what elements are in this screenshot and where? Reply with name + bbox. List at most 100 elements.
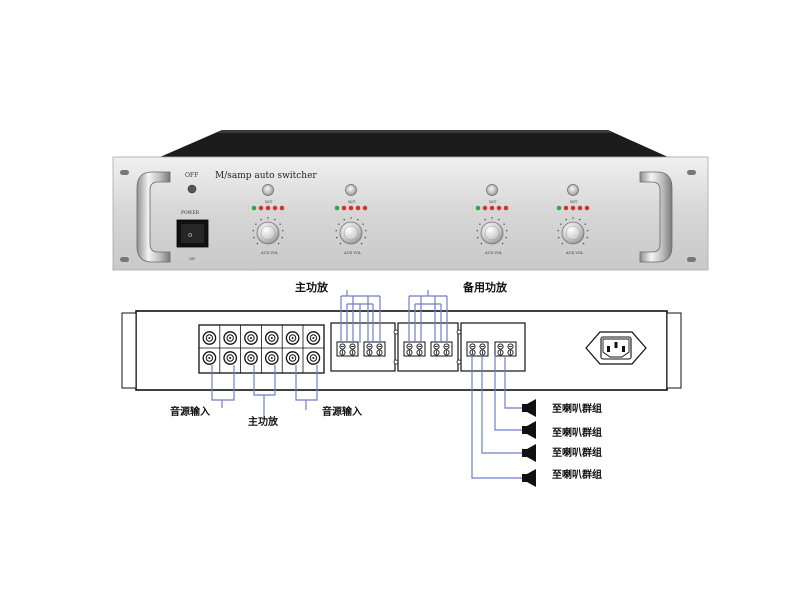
speaker-cone bbox=[527, 444, 536, 462]
channel-group: M/T AUX VOL bbox=[556, 184, 590, 255]
panel-title: M/samp auto switcher bbox=[215, 171, 317, 181]
knob-scale-tick bbox=[476, 229, 478, 232]
speaker-icon bbox=[522, 474, 527, 482]
speaker-icon bbox=[522, 449, 527, 457]
knob-scale-tick bbox=[572, 217, 574, 219]
status-led-icon bbox=[348, 205, 354, 211]
channel-button-label: M/T bbox=[570, 200, 578, 204]
knob-scale-tick bbox=[505, 236, 507, 239]
rca-jack-pin bbox=[229, 337, 232, 339]
knob-scale-tick bbox=[582, 242, 585, 245]
front-panel: OFF M/samp auto switcher POWER o ON M/TA… bbox=[112, 130, 709, 271]
knob-scale-tick bbox=[557, 229, 559, 232]
power-rocker-mark: o bbox=[188, 231, 192, 239]
main-amp-bottom-label: 主功放 bbox=[248, 415, 279, 428]
knob-scale-tick bbox=[491, 217, 493, 219]
volume-knob[interactable] bbox=[339, 221, 363, 245]
status-led-icon bbox=[251, 205, 257, 211]
knob-scale-tick bbox=[336, 236, 338, 239]
off-label: OFF bbox=[185, 172, 198, 179]
status-led-icon bbox=[482, 205, 488, 211]
knob-scale-tick bbox=[477, 236, 479, 239]
chassis-lid-edge bbox=[218, 130, 612, 133]
channel-select-button[interactable] bbox=[262, 184, 274, 196]
status-led-icon bbox=[362, 205, 368, 211]
rack-hole-bottom-right bbox=[687, 257, 696, 262]
knob-scale-tick bbox=[587, 229, 589, 232]
channel-button-label: M/T bbox=[489, 200, 497, 204]
wiring bbox=[211, 290, 522, 479]
rear-ear-right bbox=[666, 312, 682, 389]
status-led-icon bbox=[563, 205, 569, 211]
wire bbox=[253, 365, 276, 418]
knob-scale-tick bbox=[282, 229, 284, 232]
knob-scale-tick bbox=[267, 217, 269, 219]
channel-select-button[interactable] bbox=[345, 184, 357, 196]
knob-scale-tick bbox=[484, 218, 486, 221]
rear-diagram: 主功放 备用功放 音源输入 主功放 音源输入 至喇叭群组 至喇叭群组 至喇叭群组… bbox=[121, 280, 682, 487]
rca-jack-pin bbox=[312, 357, 315, 359]
rack-hole-top-left bbox=[120, 170, 129, 175]
rack-hole-bottom-left bbox=[120, 257, 129, 262]
rca-jack-pin bbox=[208, 357, 211, 359]
speaker-icon bbox=[522, 426, 527, 434]
channel-select-button[interactable] bbox=[486, 184, 498, 196]
status-led-icon bbox=[489, 205, 495, 211]
off-indicator-icon bbox=[187, 184, 197, 194]
knob-scale-tick bbox=[357, 218, 359, 221]
speaker-group-label: 至喇叭群组 bbox=[552, 402, 602, 415]
channel-select-button[interactable] bbox=[567, 184, 579, 196]
rear-ear-left bbox=[121, 312, 137, 389]
speaker-group-label: 至喇叭群组 bbox=[552, 468, 602, 481]
rca-jack-pin bbox=[312, 337, 315, 339]
knob-scale-tick bbox=[260, 218, 262, 221]
knob-scale-tick bbox=[501, 242, 504, 245]
knob-scale-tick bbox=[503, 223, 505, 225]
knob-label: AUX VOL bbox=[260, 251, 279, 255]
wire bbox=[211, 365, 235, 408]
volume-knob[interactable] bbox=[256, 221, 280, 245]
power-rocker bbox=[181, 224, 204, 243]
knob-scale-tick bbox=[560, 223, 562, 225]
status-led-icon bbox=[341, 205, 347, 211]
status-led-icon bbox=[334, 205, 340, 211]
mounting-bolt-icon bbox=[393, 329, 399, 335]
channel-button-label: M/T bbox=[265, 200, 273, 204]
speaker-group-label: 至喇叭群组 bbox=[552, 426, 602, 439]
knob-scale-tick bbox=[506, 229, 508, 232]
channel-button-label: M/T bbox=[348, 200, 356, 204]
knob-scale-tick bbox=[255, 223, 257, 225]
mounting-bolt-icon bbox=[456, 329, 462, 335]
mounting-bolt-icon bbox=[456, 359, 462, 365]
status-led-icon bbox=[258, 205, 264, 211]
knob-label: AUX VOL bbox=[484, 251, 503, 255]
knob-scale-tick bbox=[253, 236, 255, 239]
status-led-icon bbox=[570, 205, 576, 211]
knob-label: AUX VOL bbox=[565, 251, 584, 255]
knob-scale-tick bbox=[558, 236, 560, 239]
wire bbox=[504, 355, 522, 409]
knob-scale-tick bbox=[561, 242, 564, 245]
volume-knob[interactable] bbox=[561, 221, 585, 245]
wire bbox=[295, 365, 318, 410]
handle-right bbox=[639, 171, 673, 263]
knob-scale-tick bbox=[586, 236, 588, 239]
knob-scale-tick bbox=[479, 223, 481, 225]
speaker-icon bbox=[522, 404, 527, 412]
wire bbox=[340, 295, 381, 343]
wire bbox=[481, 355, 522, 454]
rca-jack-pin bbox=[291, 357, 294, 359]
volume-knob[interactable] bbox=[480, 221, 504, 245]
speaker-icons bbox=[522, 399, 536, 487]
wire bbox=[346, 290, 374, 343]
rca-jack-pin bbox=[291, 337, 294, 339]
knob-scale-tick bbox=[360, 242, 363, 245]
rca-jack-pin bbox=[250, 357, 252, 359]
wire bbox=[494, 355, 522, 431]
rack-hole-top-right bbox=[687, 170, 696, 175]
backup-amp-label: 备用功放 bbox=[462, 280, 508, 294]
knob-scale-tick bbox=[364, 236, 366, 239]
knob-scale-tick bbox=[565, 218, 567, 221]
